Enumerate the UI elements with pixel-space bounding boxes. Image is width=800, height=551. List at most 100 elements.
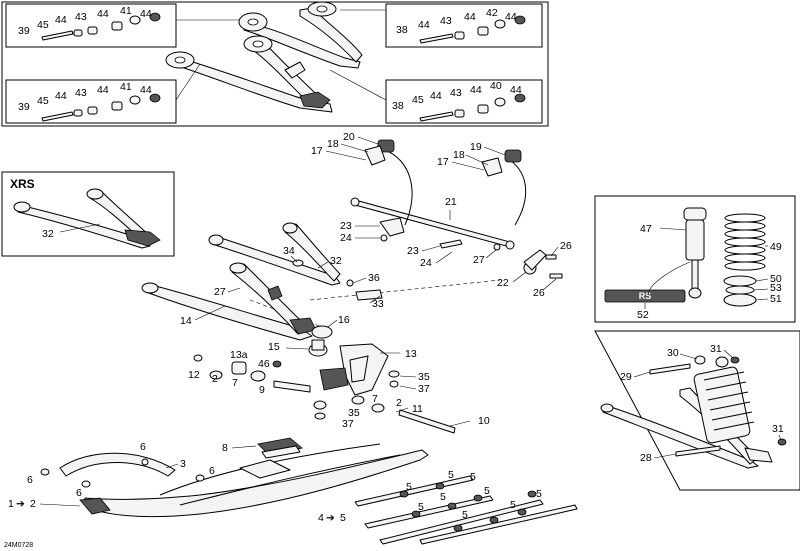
callout-9: 9 bbox=[259, 384, 265, 396]
callout-45-a: 45 bbox=[37, 19, 49, 31]
link-33 bbox=[355, 289, 383, 301]
callout-1: 1 bbox=[8, 498, 14, 510]
callout-30: 30 bbox=[667, 347, 679, 359]
callout-46: 46 bbox=[258, 358, 270, 370]
callout-5-j: 5 bbox=[340, 512, 346, 524]
callout-6-c: 6 bbox=[27, 474, 33, 486]
callout-38-a: 38 bbox=[396, 24, 408, 36]
callout-10: 10 bbox=[478, 415, 490, 427]
callout-43-c: 43 bbox=[440, 15, 452, 27]
callout-24-a: 24 bbox=[340, 232, 352, 244]
tie-rod-end bbox=[493, 243, 563, 279]
callout-13: 13 bbox=[405, 348, 417, 360]
grip-19 bbox=[481, 149, 522, 177]
callout-14: 14 bbox=[180, 315, 192, 327]
callout-21: 21 bbox=[445, 196, 457, 208]
callout-5-a: 5 bbox=[448, 469, 454, 481]
hardware-row-top-right bbox=[419, 15, 526, 44]
callout-5-i: 5 bbox=[462, 509, 468, 521]
callout-3: 3 bbox=[180, 458, 186, 470]
callout-40: 40 bbox=[490, 80, 502, 92]
callout-39-b: 39 bbox=[18, 101, 30, 113]
screw-24 bbox=[380, 234, 388, 242]
callout-5-d: 5 bbox=[440, 491, 446, 503]
axis-line-a bbox=[309, 279, 501, 301]
callout-52: 52 bbox=[637, 309, 649, 321]
callout-35-a: 35 bbox=[418, 371, 430, 383]
steering-rod-21 bbox=[350, 197, 515, 250]
kit-box-top-right bbox=[385, 3, 543, 48]
bushing-36 bbox=[346, 279, 354, 287]
callout-53: 53 bbox=[770, 282, 782, 294]
callout-6-d: 6 bbox=[76, 487, 82, 499]
a-arm-kit-frame bbox=[1, 1, 549, 127]
spring-seat-51 bbox=[723, 293, 757, 307]
callout-50: 50 bbox=[770, 273, 782, 285]
callout-44-l: 44 bbox=[510, 84, 522, 96]
callout-35-b: 35 bbox=[348, 407, 360, 419]
arrow-4-5: ➔ bbox=[326, 512, 335, 524]
callout-22: 22 bbox=[497, 277, 509, 289]
callout-18-b: 18 bbox=[453, 149, 465, 161]
callout-7-a: 7 bbox=[232, 377, 238, 389]
callout-18-a: 18 bbox=[327, 138, 339, 150]
callout-44-j: 44 bbox=[430, 90, 442, 102]
callout-51: 51 bbox=[770, 293, 782, 305]
callout-2-c: 2 bbox=[30, 498, 36, 510]
clip-23 bbox=[439, 239, 463, 249]
callout-42: 42 bbox=[486, 7, 498, 19]
a-arm-with-shock-illustration bbox=[600, 356, 773, 469]
callout-24-b: 24 bbox=[420, 257, 432, 269]
callout-7-b: 7 bbox=[372, 393, 378, 405]
callout-44-k: 44 bbox=[470, 84, 482, 96]
spring-49 bbox=[724, 213, 766, 271]
shock-decal-52: RS bbox=[604, 289, 686, 303]
callout-44-d: 44 bbox=[55, 90, 67, 102]
runner-set-5 bbox=[354, 475, 578, 545]
bolt-6-b bbox=[81, 480, 91, 488]
hardware-row-top-left bbox=[41, 12, 161, 41]
callout-4: 4 bbox=[318, 512, 324, 524]
xrs-label: XRS bbox=[10, 177, 35, 191]
lower-a-arm-illustration bbox=[165, 35, 333, 113]
callout-43-d: 43 bbox=[450, 87, 462, 99]
ski-handle-3 bbox=[59, 452, 176, 477]
ski-runner-8 bbox=[257, 437, 303, 459]
callout-36: 36 bbox=[368, 272, 380, 284]
callout-37-b: 37 bbox=[342, 418, 354, 430]
shock-install-frame bbox=[594, 330, 800, 491]
callout-44-a: 44 bbox=[55, 14, 67, 26]
upper-a-arm-illustration bbox=[238, 1, 363, 69]
callout-6-a: 6 bbox=[140, 441, 146, 453]
shock-bolts bbox=[649, 355, 787, 457]
callout-5-g: 5 bbox=[418, 501, 424, 513]
kit-box-top-left bbox=[5, 3, 177, 48]
callout-11: 11 bbox=[412, 403, 423, 415]
callout-29: 29 bbox=[620, 371, 632, 383]
callout-5-c: 5 bbox=[406, 481, 412, 493]
spring-seat-50 bbox=[723, 275, 757, 287]
upper-a-arm-32 bbox=[208, 222, 341, 286]
grip-20 bbox=[364, 139, 395, 166]
callout-2-a: 2 bbox=[212, 373, 218, 385]
callout-45-b: 45 bbox=[37, 95, 49, 107]
drawing-code: 24M0728 bbox=[4, 542, 33, 549]
ski-1 bbox=[79, 443, 429, 518]
hardware-row-bottom-right bbox=[419, 93, 526, 122]
callout-5-h: 5 bbox=[510, 499, 516, 511]
shock-absorber-47 bbox=[683, 207, 707, 299]
callout-33: 33 bbox=[372, 298, 384, 310]
hardware-row-bottom-left bbox=[41, 93, 161, 122]
callout-32-a: 32 bbox=[42, 228, 54, 240]
lower-a-arm-14 bbox=[141, 262, 317, 341]
callout-5-e: 5 bbox=[484, 485, 490, 497]
callout-44-f: 44 bbox=[140, 84, 152, 96]
callout-44-g: 44 bbox=[418, 19, 430, 31]
callout-43-b: 43 bbox=[75, 87, 87, 99]
spindle-hardware-right bbox=[313, 370, 456, 434]
callout-26-b: 26 bbox=[533, 287, 545, 299]
bolt-6-c bbox=[195, 474, 205, 482]
callout-8: 8 bbox=[222, 442, 228, 454]
kit-box-bottom-left bbox=[5, 79, 177, 124]
